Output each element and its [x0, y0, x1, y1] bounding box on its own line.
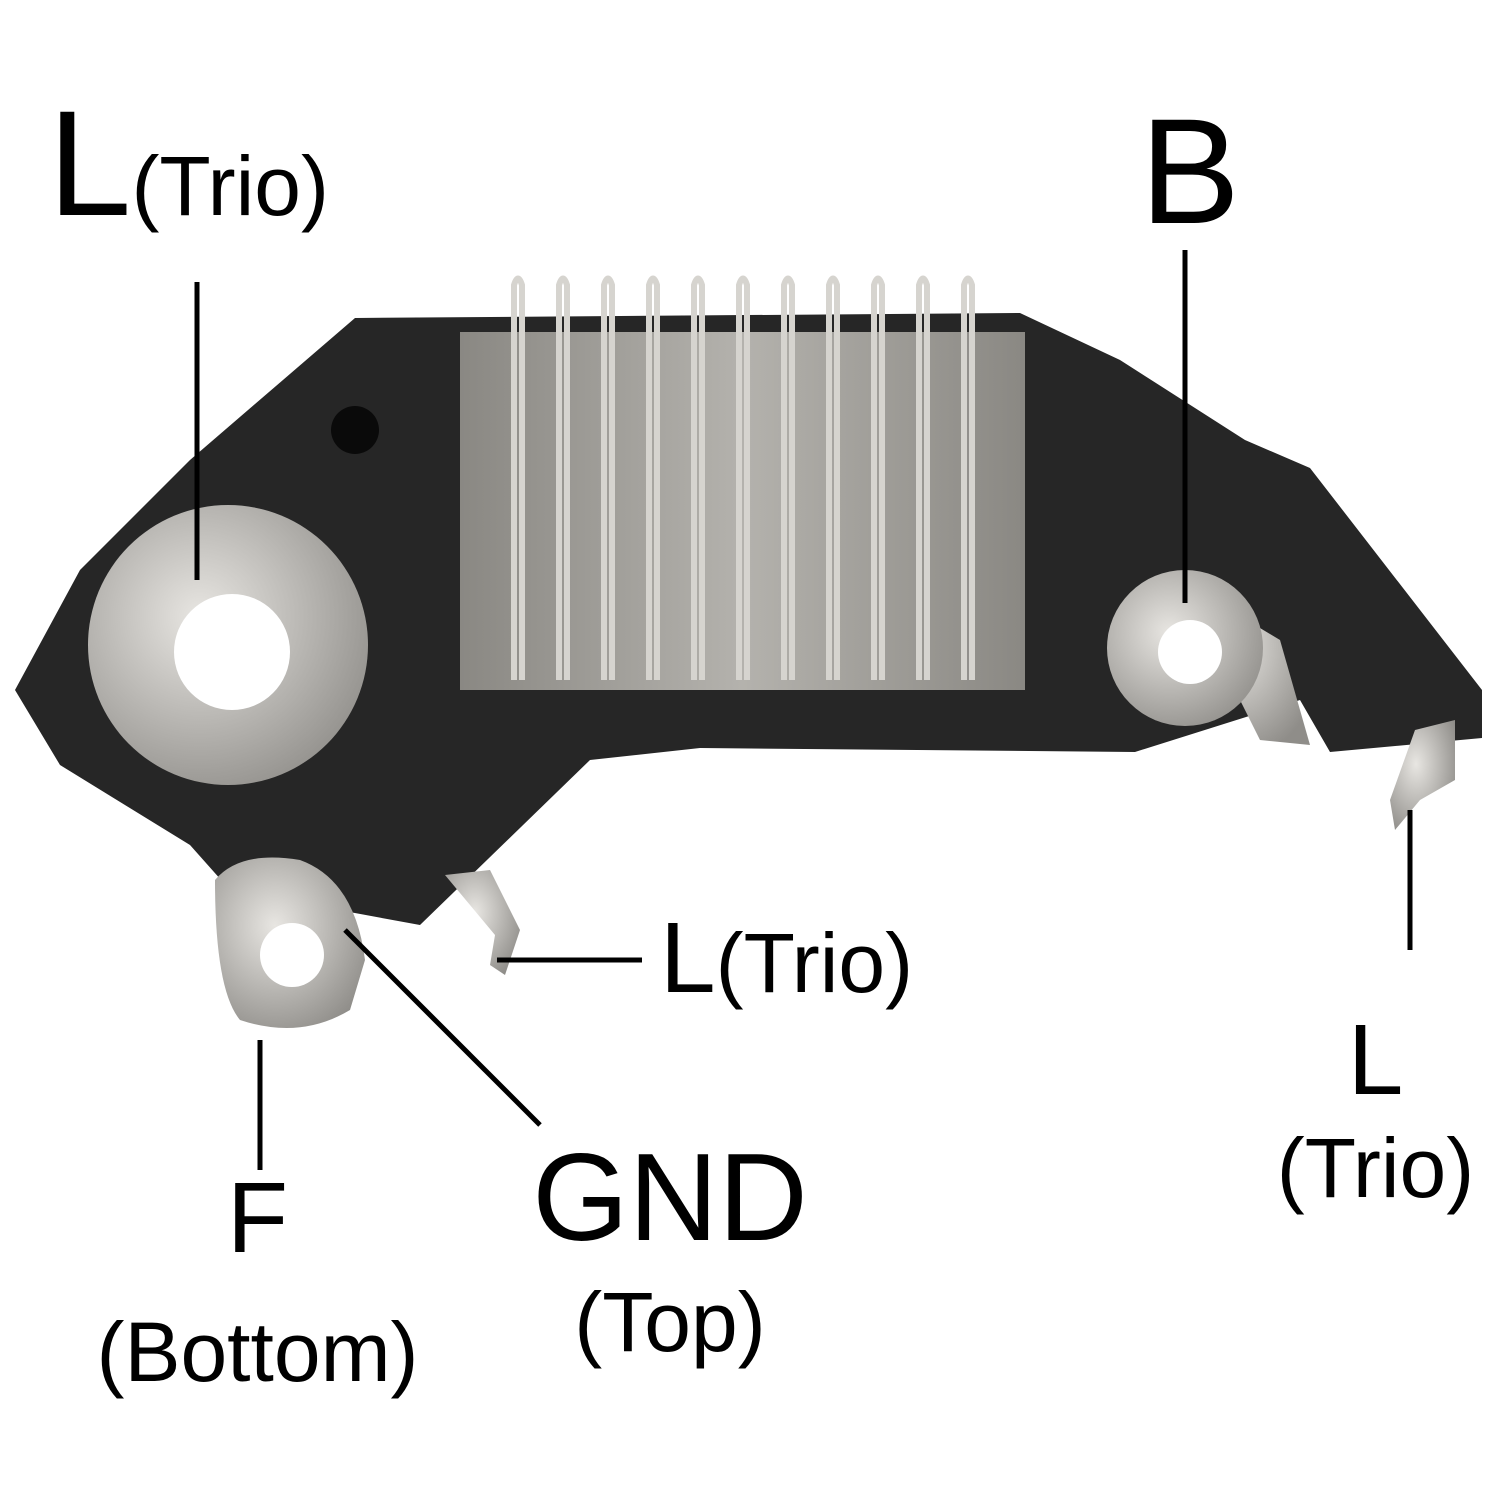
label-f-bottom: F (Bottom): [65, 1168, 450, 1394]
label-sub: (Trio): [1276, 1121, 1475, 1215]
l-trio-middle-terminal: [445, 870, 520, 975]
heatsink-fin: [871, 275, 885, 680]
label-l-trio-middle: L(Trio): [660, 908, 913, 1008]
heatsink-fin: [961, 275, 975, 680]
heatsink-base: [460, 332, 1025, 690]
label-main: L: [48, 79, 132, 247]
mount-hole: [331, 406, 379, 454]
label-sub: (Bottom): [96, 1305, 419, 1399]
heatsink-fin: [556, 275, 570, 680]
label-main: L: [660, 902, 716, 1014]
heatsink-fins: [511, 275, 975, 680]
label-l-trio-right: L (Trio): [1258, 1010, 1493, 1210]
heatsink-fin: [826, 275, 840, 680]
b-terminal-hole: [1158, 620, 1222, 684]
f-terminal-hole: [260, 923, 324, 987]
heatsink-fin: [781, 275, 795, 680]
heatsink-fin: [511, 275, 525, 680]
l-trio-right-terminal: [1390, 720, 1455, 830]
heatsink-fin: [691, 275, 705, 680]
label-main: F: [226, 1162, 289, 1274]
label-l-trio-top-left: L(Trio): [48, 88, 329, 238]
leader-lines: [194, 250, 1413, 1170]
label-gnd-top: GND (Top): [515, 1136, 825, 1364]
label-main: GND: [532, 1129, 808, 1267]
heatsink-fin: [601, 275, 615, 680]
l-trio-washer-hole: [174, 594, 290, 710]
label-sub: (Trio): [131, 139, 329, 233]
label-sub: (Top): [574, 1275, 766, 1369]
heatsink-fin: [736, 275, 750, 680]
leader-gnd: [343, 928, 542, 1127]
heatsink-fin: [916, 275, 930, 680]
label-main: L: [1347, 1004, 1404, 1116]
label-sub: (Trio): [715, 916, 914, 1010]
heatsink-fin: [646, 275, 660, 680]
label-b: B: [1140, 87, 1241, 255]
